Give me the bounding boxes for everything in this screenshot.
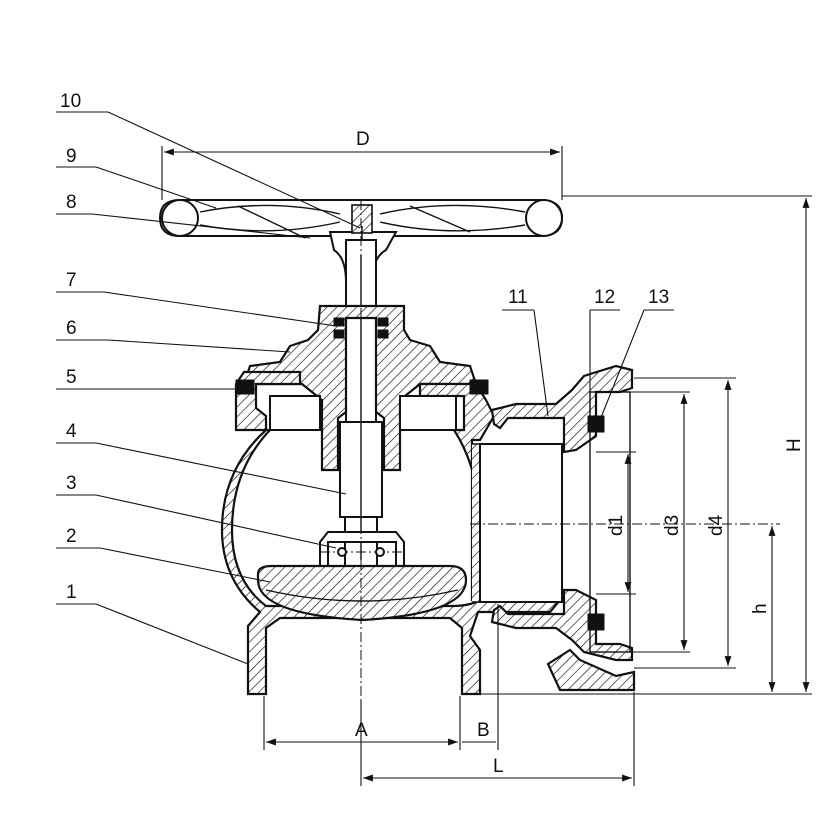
part-label-3: 3 (66, 473, 77, 494)
dim-label-d1: d1 (606, 515, 627, 536)
part-label-6: 6 (66, 318, 77, 339)
dimension-labels: D A B L H h d1 d3 d4 (355, 129, 805, 777)
part-label-12: 12 (594, 287, 615, 308)
part-label-2: 2 (66, 526, 77, 547)
dim-label-B: B (477, 720, 490, 741)
dim-label-d3: d3 (662, 515, 683, 536)
bonnet (242, 304, 478, 472)
part-label-1: 1 (66, 582, 77, 603)
part-label-8: 8 (66, 192, 77, 213)
dimension-lines (161, 146, 812, 786)
dim-label-L: L (493, 756, 504, 777)
leader-lines (56, 111, 674, 665)
part-labels: 10 9 8 7 6 5 4 3 2 1 11 12 13 (60, 91, 669, 603)
dim-label-d4: d4 (706, 514, 727, 536)
part-label-11: 11 (508, 287, 528, 308)
part-label-5: 5 (66, 367, 77, 388)
valve-disc (256, 531, 468, 622)
dim-label-h: h (750, 603, 771, 614)
dim-label-D: D (356, 129, 370, 150)
part-label-10: 10 (60, 91, 81, 112)
dim-label-A: A (355, 720, 368, 741)
part-label-13: 13 (648, 287, 669, 308)
part-label-9: 9 (66, 146, 77, 167)
dim-label-H: H (784, 438, 805, 452)
outlet-coupling (472, 364, 636, 692)
part-label-4: 4 (66, 421, 77, 442)
part-label-7: 7 (66, 270, 77, 291)
